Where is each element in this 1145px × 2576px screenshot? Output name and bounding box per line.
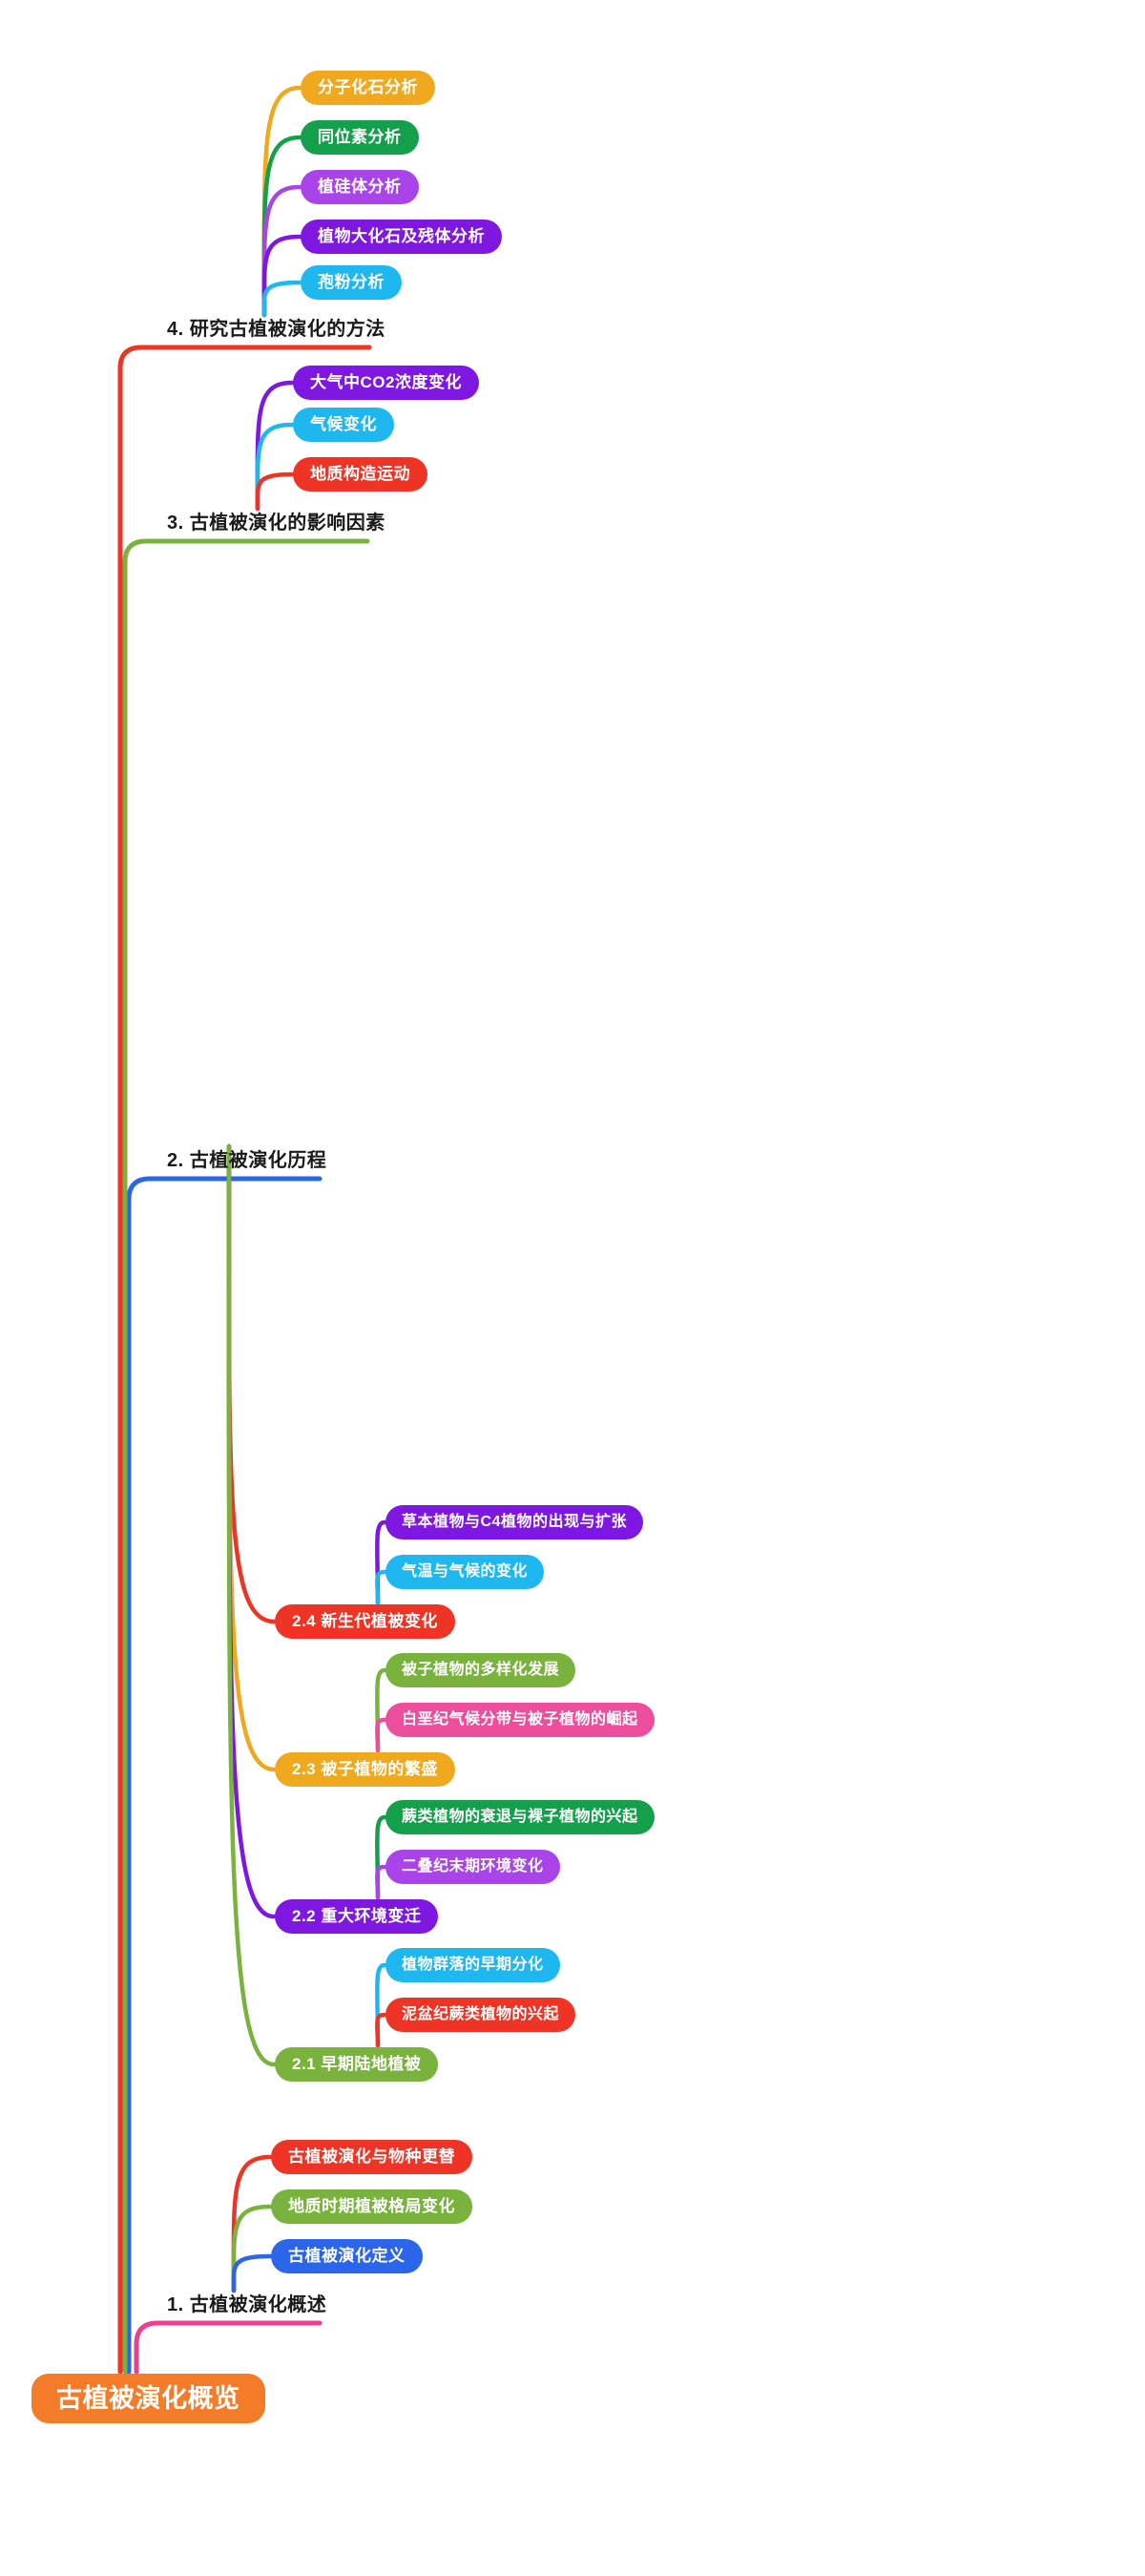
connector	[375, 1667, 387, 1753]
connector	[231, 2154, 273, 2293]
connector	[261, 85, 302, 318]
node-白垩纪气候分带与被子植物的崛起[interactable]: 白垩纪气候分带与被子植物的崛起	[385, 1703, 655, 1737]
node-label: 1. 古植被演化概述	[167, 2294, 327, 2315]
node-地质构造运动[interactable]: 地质构造运动	[293, 457, 427, 492]
connector	[261, 135, 302, 318]
connector	[375, 2012, 387, 2048]
node-大气中co2浓度变化[interactable]: 大气中CO2浓度变化	[293, 366, 479, 400]
node-古植被演化与物种更替[interactable]: 古植被演化与物种更替	[271, 2140, 472, 2174]
connector	[375, 1519, 387, 1605]
node-二叠纪末期环境变化[interactable]: 二叠纪末期环境变化	[385, 1850, 560, 1884]
connector	[375, 1864, 387, 1900]
node-蕨类植物的衰退与裸子植物的兴起[interactable]: 蕨类植物的衰退与裸子植物的兴起	[385, 1800, 655, 1834]
connector	[226, 1143, 277, 1624]
node-气温与气候的变化[interactable]: 气温与气候的变化	[385, 1555, 545, 1589]
connector	[226, 1143, 277, 2067]
node-label: 2.1 早期陆地植被	[292, 2055, 422, 2073]
node-孢粉分析[interactable]: 孢粉分析	[301, 265, 402, 300]
connector	[255, 471, 295, 512]
connector	[261, 234, 302, 318]
node-泥盆纪蕨类植物的兴起[interactable]: 泥盆纪蕨类植物的兴起	[385, 1998, 576, 2032]
connector	[255, 422, 295, 512]
node-label: 大气中CO2浓度变化	[310, 373, 462, 391]
connector	[261, 184, 302, 318]
connector	[231, 2204, 273, 2293]
node-label: 3. 古植被演化的影响因素	[167, 513, 385, 534]
node-label: 植硅体分析	[318, 178, 402, 196]
connector	[231, 2253, 273, 2293]
node-label: 古植被演化定义	[288, 2247, 406, 2265]
node-2-4-新生代植被变化[interactable]: 2.4 新生代植被变化	[275, 1604, 455, 1639]
branch-label-s4[interactable]: 4. 研究古植被演化的方法	[167, 317, 385, 342]
node-label: 气候变化	[310, 415, 377, 433]
branch-label-s3[interactable]: 3. 古植被演化的影响因素	[167, 511, 385, 535]
node-草本植物与c4植物的出现与扩张[interactable]: 草本植物与C4植物的出现与扩张	[385, 1505, 643, 1539]
connector	[226, 1143, 277, 1919]
node-植物大化石及残体分析[interactable]: 植物大化石及残体分析	[301, 220, 502, 254]
node-label: 分子化石分析	[318, 78, 418, 96]
node-label: 古植被演化概览	[56, 2384, 240, 2413]
node-label: 植物群落的早期分化	[402, 1957, 544, 1973]
node-label: 植物大化石及残体分析	[318, 227, 485, 245]
connector	[261, 280, 302, 318]
node-label: 被子植物的多样化发展	[402, 1662, 560, 1678]
node-label: 白垩纪气候分带与被子植物的崛起	[402, 1711, 638, 1728]
node-label: 地质构造运动	[310, 465, 410, 483]
branch-label-s1[interactable]: 1. 古植被演化概述	[167, 2293, 326, 2317]
node-label: 同位素分析	[318, 128, 402, 146]
root-node[interactable]: 古植被演化概览	[31, 2374, 265, 2423]
node-label: 2.4 新生代植被变化	[292, 1612, 438, 1630]
node-label: 孢粉分析	[318, 273, 385, 291]
node-植物群落的早期分化[interactable]: 植物群落的早期分化	[385, 1948, 560, 1982]
connector	[375, 1569, 387, 1605]
node-label: 2.2 重大环境变迁	[292, 1907, 422, 1925]
branch-label-s2[interactable]: 2. 古植被演化历程	[167, 1148, 326, 1173]
node-label: 泥盆纪蕨类植物的兴起	[402, 2006, 560, 2022]
connector	[375, 1717, 387, 1753]
node-古植被演化定义[interactable]: 古植被演化定义	[271, 2239, 423, 2273]
node-label: 古植被演化与物种更替	[288, 2147, 455, 2166]
node-植硅体分析[interactable]: 植硅体分析	[301, 170, 419, 204]
node-label: 气温与气候的变化	[402, 1563, 529, 1580]
node-气候变化[interactable]: 气候变化	[293, 408, 394, 442]
node-label: 地质时期植被格局变化	[288, 2197, 455, 2215]
connector	[375, 1814, 387, 1900]
node-2-3-被子植物的繁盛[interactable]: 2.3 被子植物的繁盛	[275, 1752, 455, 1787]
connector	[375, 1962, 387, 2048]
node-被子植物的多样化发展[interactable]: 被子植物的多样化发展	[385, 1653, 576, 1687]
node-label: 草本植物与C4植物的出现与扩张	[402, 1514, 627, 1530]
connector	[134, 2320, 323, 2375]
node-2-2-重大环境变迁[interactable]: 2.2 重大环境变迁	[275, 1899, 439, 1934]
node-label: 2. 古植被演化历程	[167, 1150, 327, 1171]
node-分子化石分析[interactable]: 分子化石分析	[301, 71, 435, 105]
connector	[255, 380, 295, 512]
node-label: 蕨类植物的衰退与裸子植物的兴起	[402, 1809, 638, 1825]
node-label: 二叠纪末期环境变化	[402, 1858, 544, 1874]
connector	[122, 538, 370, 2375]
node-label: 2.3 被子植物的繁盛	[292, 1760, 438, 1778]
node-同位素分析[interactable]: 同位素分析	[301, 120, 419, 155]
node-label: 4. 研究古植被演化的方法	[167, 319, 385, 340]
node-地质时期植被格局变化[interactable]: 地质时期植被格局变化	[271, 2189, 472, 2224]
connector	[226, 1143, 277, 1772]
node-2-1-早期陆地植被[interactable]: 2.1 早期陆地植被	[275, 2047, 439, 2082]
